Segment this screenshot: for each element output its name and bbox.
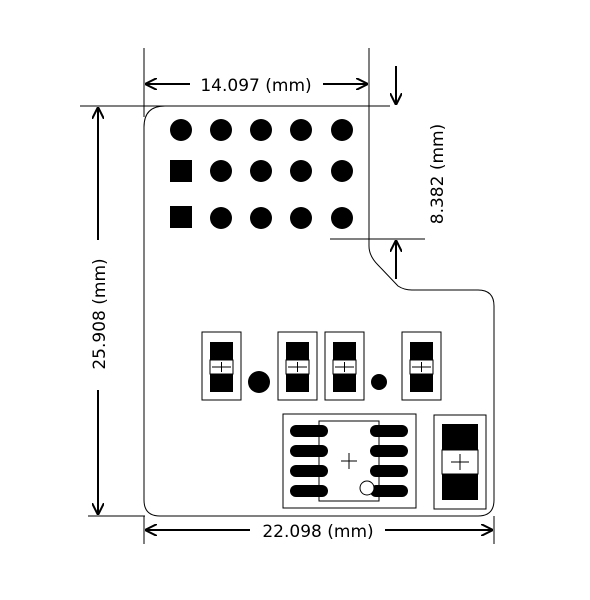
- dimension-label-top: 14.097 (mm): [200, 76, 311, 96]
- via-hole: [248, 371, 270, 393]
- smd-resistor: [201, 331, 242, 401]
- header-pin: [210, 119, 232, 141]
- header-pin: [331, 160, 353, 182]
- header-pin: [210, 160, 232, 182]
- header-pin: [170, 119, 192, 141]
- dimension-bottom-width: 22.098 (mm): [143, 516, 495, 544]
- dimension-right-offset: 8.382 (mm): [80, 66, 448, 279]
- header-pin: [290, 160, 312, 182]
- dimension-top-width: 14.097 (mm): [143, 48, 370, 117]
- header-pin-square: [170, 206, 192, 228]
- header-pin-square: [170, 160, 192, 182]
- smd-resistor: [401, 331, 442, 401]
- dimension-label-left: 25.908 (mm): [90, 258, 110, 369]
- pin1-marker: [359, 480, 375, 496]
- header-pin: [250, 160, 272, 182]
- header-pin: [210, 207, 232, 229]
- pin-header: [170, 119, 353, 229]
- smd-resistor: [277, 331, 318, 401]
- smd-resistor: [324, 331, 365, 401]
- header-pin: [331, 207, 353, 229]
- dimension-left-height: 25.908 (mm): [87, 108, 145, 517]
- header-pin: [290, 207, 312, 229]
- soic-8-ic: [282, 413, 417, 509]
- header-pin: [250, 119, 272, 141]
- smd-capacitor: [433, 414, 487, 510]
- dimension-label-right: 8.382 (mm): [428, 124, 448, 224]
- dimension-label-bottom: 22.098 (mm): [262, 522, 373, 542]
- header-pin: [331, 119, 353, 141]
- via-hole: [371, 374, 387, 390]
- header-pin: [290, 119, 312, 141]
- header-pin: [250, 207, 272, 229]
